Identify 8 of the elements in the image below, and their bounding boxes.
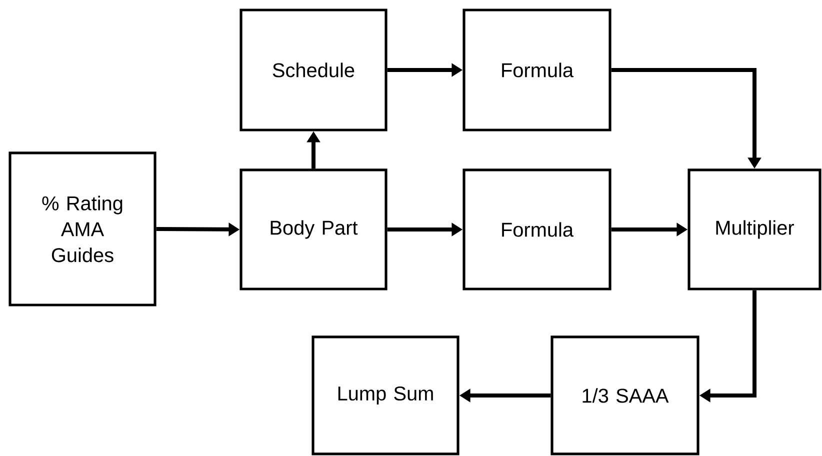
process-box: % Rating AMA Guides — [8, 152, 156, 306]
process-box: Multiplier — [688, 168, 822, 290]
process-box: Lump Sum — [312, 336, 460, 456]
process-box: 1/3 SAAA — [550, 336, 700, 456]
process-box: Body Part — [240, 168, 388, 290]
process-box: Formula — [462, 168, 612, 290]
process-box: Formula — [462, 8, 612, 132]
process-box: Schedule — [240, 8, 388, 132]
